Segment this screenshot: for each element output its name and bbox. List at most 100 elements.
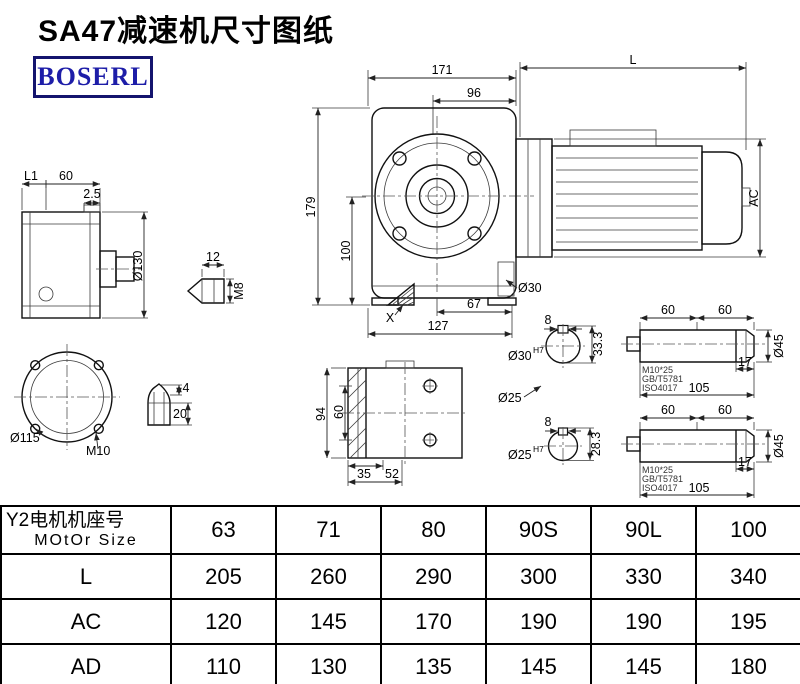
dim-AC-label: AC	[747, 189, 761, 206]
dim-35-label: 35	[357, 467, 371, 481]
bolt-hole	[392, 226, 407, 241]
motor-size-value: 63	[170, 505, 277, 555]
dim-2_5-label: 2.5	[83, 187, 100, 201]
dim-M8-label: M8	[232, 282, 246, 299]
motor-size-label-cn: Y2电机机座号	[6, 510, 125, 532]
front-view-left-dimensions: 179 100	[304, 107, 370, 306]
shaft-body-top	[639, 329, 755, 363]
dim-105-top-label: 105	[689, 381, 710, 395]
AC-value: 195	[695, 598, 800, 645]
standard-iso-bottom: ISO4017	[642, 483, 678, 493]
dim-20-label: 20	[173, 407, 187, 421]
motor-size-value: 90S	[485, 505, 592, 555]
row-label-AD: AD	[0, 643, 172, 684]
AC-value: 145	[275, 598, 382, 645]
dim-67-label: 67	[467, 297, 481, 311]
dim-dia130-label: Ø130	[131, 251, 145, 282]
shaft-detail-top: 60 60 17 M10*25 GB/T5781 ISO4017 105 Ø45	[621, 303, 786, 398]
AC-value: 190	[485, 598, 592, 645]
shaft-detail-bottom: 60 60 17 M10*25 GB/T5781 ISO4017 105 Ø45	[621, 403, 786, 498]
dim-dia30-label: Ø30	[518, 281, 542, 295]
dim-60a-bottom-label: 60	[661, 403, 675, 417]
dim-8-key25-label: 8	[545, 415, 552, 429]
row-label-AC: AC	[0, 598, 172, 645]
bolt-spec-top: M10*25	[642, 365, 673, 375]
bolt-hole	[467, 151, 482, 166]
gearbox-side-view: L1 60 2.5 Ø130	[21, 169, 148, 319]
standard-gb-bottom: GB/T5781	[642, 474, 683, 484]
dim-dia25H7-tolerance: H7	[533, 444, 544, 454]
AD-value: 135	[380, 643, 487, 684]
dome-plug-detail: 4 20	[147, 381, 192, 426]
dim-dia25-leader-label: Ø25	[498, 391, 522, 405]
motor-size-header-cell: Y2电机机座号 MOtOr Size	[0, 505, 172, 555]
dim-94-label: 94	[314, 407, 328, 421]
motor-side-view: AC	[515, 129, 766, 258]
AD-value: 180	[695, 643, 800, 684]
dim-17-bottom-label: 17	[738, 455, 752, 469]
brand-logo-text: BOSERL	[37, 62, 149, 91]
AC-value: 120	[170, 598, 277, 645]
AD-value: 130	[275, 643, 382, 684]
dim-179-label: 179	[304, 197, 318, 218]
motor-size-table: Y2电机机座号 MOtOr Size 63 71 80 90S 90L 100 …	[0, 505, 800, 684]
dim-28_3-label: 28.3	[589, 432, 603, 456]
dim-100-label: 100	[339, 241, 353, 262]
table-row-AD: AD 110 130 135 145 145 180	[0, 643, 800, 684]
gearbox-bottom-view: 94 60 35 52	[314, 360, 468, 486]
output-shaft-stub	[497, 261, 515, 297]
dim-52-label: 52	[385, 467, 399, 481]
dim-60b-top-label: 60	[718, 303, 732, 317]
AC-value: 190	[590, 598, 697, 645]
dim-171-label: 171	[432, 63, 453, 77]
row-label-L: L	[0, 553, 172, 600]
brand-logo: BOSERL	[33, 56, 153, 98]
flange-face-view: Ø115 M10	[10, 344, 120, 458]
dim-60-side-label: 60	[59, 169, 73, 183]
flange-lug	[93, 360, 105, 371]
AD-value: 145	[485, 643, 592, 684]
gearbox-front-view	[362, 107, 534, 306]
standard-gb-top: GB/T5781	[642, 374, 683, 384]
dome-shape	[147, 383, 171, 426]
shaft-body-bottom	[639, 429, 755, 463]
front-view-bottom-dimensions: 67 127 Ø30 X	[367, 279, 542, 338]
motor-end-cap	[701, 151, 743, 245]
motor-size-label-en: MOtOr Size	[34, 532, 138, 550]
dim-L-label: L	[630, 53, 637, 67]
motor-size-value: 71	[275, 505, 382, 555]
motor-top-rib	[569, 129, 657, 147]
motor-size-value: 100	[695, 505, 800, 555]
page-title: SA47减速机尺寸图纸	[38, 15, 335, 48]
side-view-body	[21, 211, 101, 319]
motor-size-value: 80	[380, 505, 487, 555]
dim-dia45-bottom-label: Ø45	[772, 434, 786, 458]
dim-12-label: 12	[206, 250, 220, 264]
gearbox-outline	[371, 107, 517, 299]
L-value: 205	[170, 553, 277, 600]
table-row-motor-size: Y2电机机座号 MOtOr Size 63 71 80 90S 90L 100	[0, 505, 800, 555]
standard-iso-top: ISO4017	[642, 383, 678, 393]
motor-size-value: 90L	[590, 505, 697, 555]
table-row-L: L 205 260 290 300 330 340	[0, 553, 800, 600]
dim-96-label: 96	[467, 86, 481, 100]
shaft-section-30: 8 33.3 Ø30 H7	[508, 313, 605, 368]
AD-value: 145	[590, 643, 697, 684]
motor-body	[551, 145, 703, 251]
dim-4-label: 4	[183, 381, 190, 395]
dim-dia45-top-label: Ø45	[772, 334, 786, 358]
bolt-hole	[467, 226, 482, 241]
dim-L1-label: L1	[24, 169, 38, 183]
dim-33_3-label: 33.3	[591, 332, 605, 356]
L-value: 290	[380, 553, 487, 600]
table-row-AC: AC 120 145 170 190 190 195	[0, 598, 800, 645]
L-value: 330	[590, 553, 697, 600]
dim-105-bottom-label: 105	[689, 481, 710, 495]
dim-60a-top-label: 60	[661, 303, 675, 317]
L-value: 260	[275, 553, 382, 600]
front-view-top-dimensions: 171 96 L	[367, 53, 747, 150]
dim-17-top-label: 17	[738, 355, 752, 369]
plug-detail: 12 M8	[186, 250, 246, 304]
L-value: 340	[695, 553, 800, 600]
L-value: 300	[485, 553, 592, 600]
